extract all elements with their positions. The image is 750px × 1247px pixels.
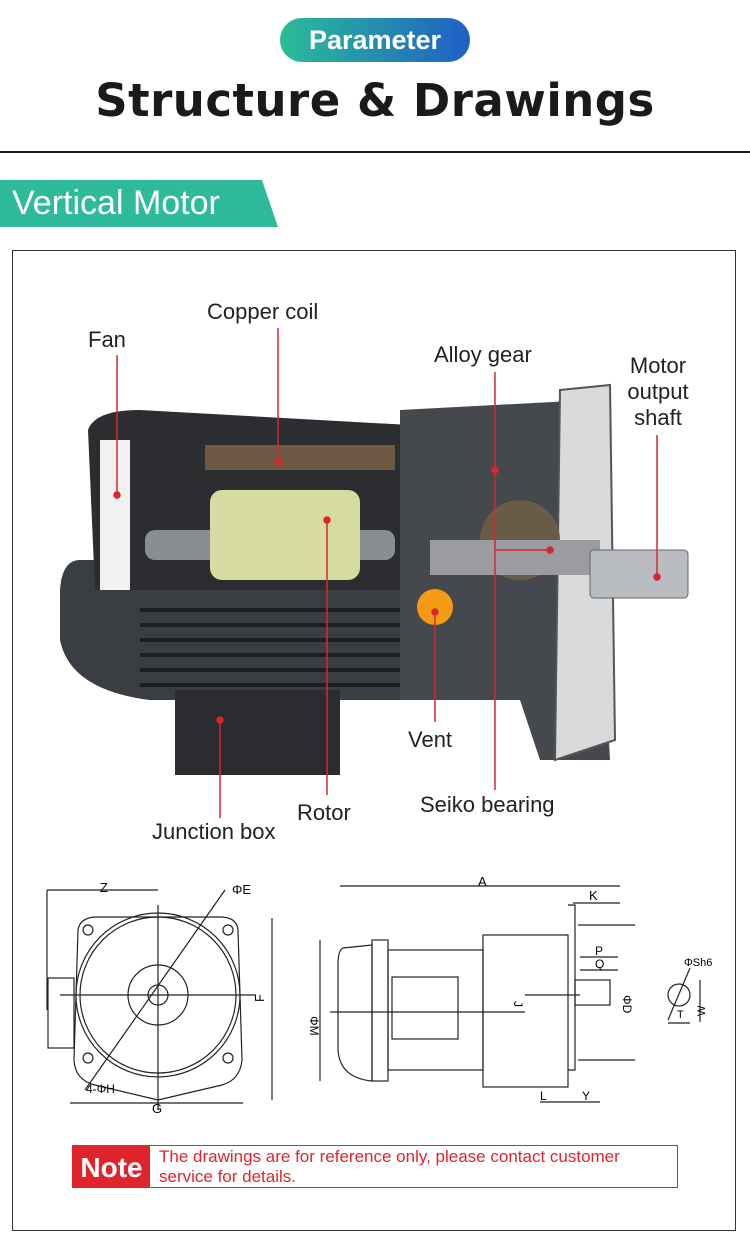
label-seiko-bearing: Seiko bearing (420, 792, 555, 817)
page-title: Structure & Drawings (95, 74, 655, 127)
label-rotor: Rotor (297, 800, 351, 825)
motor-cutaway-image (60, 383, 689, 775)
dim-y: Y (582, 1089, 590, 1103)
parameter-badge: Parameter (280, 18, 470, 62)
dim-d: ΦD (620, 995, 634, 1014)
leader-lines (113, 328, 661, 818)
label-fan: Fan (88, 327, 126, 352)
label-line: shaft (634, 405, 682, 430)
label-copper-coil: Copper coil (207, 299, 319, 324)
dim-k: K (589, 888, 598, 903)
dim-w: W (696, 1005, 708, 1016)
dim-p: P (595, 944, 603, 958)
dim-l: L (540, 1089, 547, 1103)
note-tag: Note (73, 1146, 150, 1187)
dim-g: G (152, 1101, 162, 1116)
dim-m: ΦM (307, 1016, 321, 1036)
dim-q: Q (595, 957, 604, 971)
divider (0, 151, 750, 153)
dim-z: Z (100, 880, 108, 895)
dim-sh6: ΦSh6 (684, 957, 712, 969)
note-text: The drawings are for reference only, ple… (159, 1147, 620, 1186)
diagram-frame (12, 250, 736, 1231)
label-junction-box: Junction box (152, 819, 276, 844)
dim-a: A (478, 874, 487, 889)
label-line: Motor (629, 353, 687, 378)
section-banner: Vertical Motor (0, 180, 278, 227)
dim-f: F (252, 994, 267, 1002)
note-box: Note The drawings are for reference only… (72, 1145, 678, 1188)
dim-t: T (677, 1009, 684, 1021)
side-view-drawing (319, 885, 635, 1103)
label-line: output (627, 379, 689, 404)
dim-e: ΦE (232, 882, 251, 897)
dim-h: 4-ΦH (86, 1082, 115, 1096)
dim-j: J (511, 1001, 525, 1007)
front-view-drawing (46, 889, 273, 1110)
label-alloy-gear: Alloy gear (434, 342, 532, 367)
shaft-section-drawing (667, 967, 701, 1024)
label-vent: Vent (408, 727, 453, 752)
label-motor-output-shaft: Motor output shaft (610, 353, 706, 431)
